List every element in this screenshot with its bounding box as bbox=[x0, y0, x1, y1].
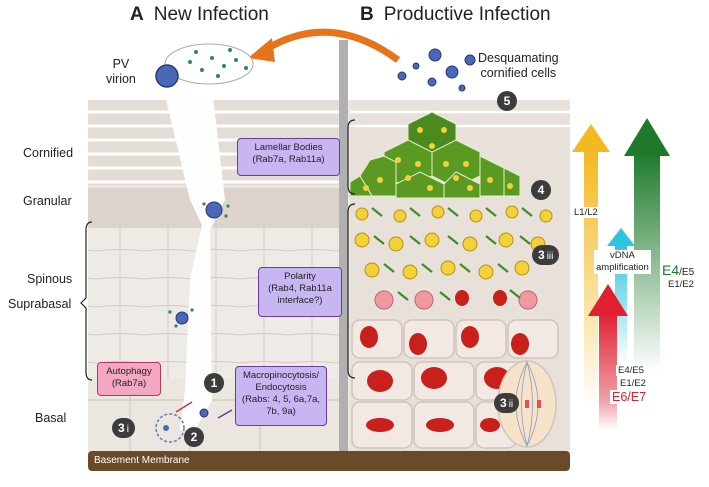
desquamating-virions bbox=[397, 48, 476, 92]
basement-membrane-label: Basement Membrane bbox=[94, 455, 190, 466]
virion-particles bbox=[175, 201, 223, 418]
panel-a-header: A New Infection bbox=[130, 4, 269, 26]
e4-big-label: E4 bbox=[662, 262, 680, 278]
e1e2-label: E1/E2 bbox=[618, 378, 648, 389]
vdna-label: vDNA amplification bbox=[594, 250, 651, 274]
panel-b-letter: B bbox=[360, 4, 374, 25]
polarity-box: Polarity (Rab4, Rab11a interface?) bbox=[258, 267, 342, 317]
step-3i-sub: i bbox=[126, 424, 129, 435]
entry-channel bbox=[165, 95, 225, 430]
layer-basal: Basal bbox=[35, 411, 67, 425]
step-3iii-number: 3 bbox=[538, 248, 545, 262]
lamellar-bodies-box: Lamellar Bodies (Rab7a, Rab11a) bbox=[237, 138, 340, 176]
step-3ii-number: 3 bbox=[500, 396, 507, 410]
step-3ii-sub: ii bbox=[508, 399, 514, 410]
step-5-marker: 5 bbox=[497, 91, 517, 111]
panel-b-title: Productive Infection bbox=[383, 4, 551, 25]
autophagy-box: Autophagy (Rab7a) bbox=[97, 362, 161, 396]
pv-virion-icon bbox=[155, 43, 254, 88]
panel-a-letter: A bbox=[130, 4, 144, 25]
pv-virion-label: PV virion bbox=[106, 57, 136, 86]
step-3iii-sub: iii bbox=[546, 251, 554, 262]
cornified-infected-pyramid bbox=[349, 111, 521, 199]
layer-spinous: Spinous bbox=[27, 272, 73, 286]
curved-arrow bbox=[263, 28, 401, 63]
panel-divider bbox=[339, 40, 348, 458]
panel-a-title: New Infection bbox=[153, 4, 269, 25]
e6e7-label: E6/E7 bbox=[610, 390, 649, 404]
step-1-marker: 1 bbox=[204, 373, 224, 393]
endosome bbox=[155, 413, 185, 443]
macropinocytosis-box: Macropinocytosis/ Endocytosis (Rabs: 4, … bbox=[235, 366, 327, 426]
step-4-marker: 4 bbox=[531, 180, 551, 200]
panel-b-header: B Productive Infection bbox=[360, 4, 551, 26]
layer-suprabasal: Suprabasal bbox=[8, 297, 72, 311]
e5-small-label: /E5 bbox=[679, 267, 695, 278]
layer-cornified: Cornified bbox=[23, 146, 74, 160]
e4e5-label: E4/E5 bbox=[616, 365, 646, 376]
e1e2-top-label: E1/E2 bbox=[666, 279, 696, 290]
infected-spinous-cells bbox=[354, 205, 553, 310]
step-2-marker: 2 bbox=[184, 427, 204, 447]
basement-membrane-bar bbox=[88, 451, 570, 471]
e4e5-top-label: E4/E5 bbox=[660, 262, 697, 280]
cornified-virus-dots bbox=[363, 127, 513, 191]
step-3i-number: 3 bbox=[118, 421, 125, 435]
l1l2-label: L1/L2 bbox=[572, 207, 600, 218]
desquamating-label: Desquamating cornified cells bbox=[478, 51, 559, 80]
vdna-arrow bbox=[607, 228, 635, 364]
layer-granular: Granular bbox=[23, 194, 72, 208]
